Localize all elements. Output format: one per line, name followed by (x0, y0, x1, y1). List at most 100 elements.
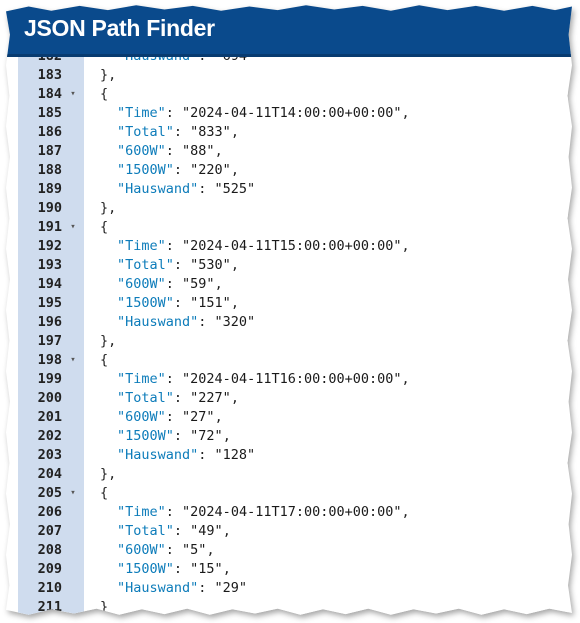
json-key: "600W" (117, 276, 166, 292)
json-value: "833" (190, 124, 231, 140)
json-key: "1500W" (117, 428, 174, 444)
code-line: 206"Time": "2024-04-11T17:00:00+00:00", (18, 503, 568, 522)
json-value: "29" (214, 580, 248, 596)
json-value: "59" (182, 276, 215, 292)
json-key: "Hauswand" (117, 181, 199, 197)
json-comma: , (401, 371, 410, 387)
json-property: "Total": "227", (117, 389, 239, 408)
fold-toggle-icon[interactable]: ▾ (70, 355, 76, 365)
json-key: "1500W" (117, 295, 174, 311)
line-number: 185 (37, 105, 62, 121)
json-key: "Total" (117, 523, 174, 539)
fold-toggle-icon[interactable]: ▾ (70, 222, 76, 232)
json-property: "1500W": "15", (117, 560, 231, 579)
json-property: "1500W": "72", (117, 427, 231, 446)
json-key: "Time" (117, 238, 166, 254)
json-comma: , (401, 105, 410, 121)
json-property: "Hauswand": "29" (117, 579, 247, 598)
json-key: "600W" (117, 409, 166, 425)
json-property: "Hauswand": "320" (117, 313, 255, 332)
line-number: 200 (37, 390, 62, 406)
json-property: "Time": "2024-04-11T14:00:00+00:00", (117, 104, 410, 123)
app-window: JSON Path Finder 182"Hauswand": "694"183… (6, 5, 572, 615)
json-value: "320" (214, 314, 256, 330)
json-value: "530" (190, 257, 231, 273)
json-property: "Total": "833", (117, 123, 239, 142)
code-line: 190}, (18, 199, 568, 218)
code-line: 188"1500W": "220", (18, 161, 568, 180)
line-number: 204 (37, 466, 62, 482)
json-value: "220" (190, 162, 231, 178)
line-number: 188 (37, 162, 62, 178)
json-value: "2024-04-11T16:00:00+00:00" (182, 371, 402, 387)
json-brace: { (100, 485, 109, 501)
json-comma: , (222, 428, 231, 444)
line-number: 193 (37, 257, 62, 273)
fold-toggle-icon[interactable]: ▾ (70, 89, 76, 99)
json-property: "600W": "27", (117, 408, 223, 427)
json-separator: : (198, 314, 215, 330)
line-number-gutter (18, 57, 84, 615)
json-comma: , (214, 409, 223, 425)
json-key: "Total" (117, 257, 174, 273)
json-brace: }, (100, 200, 117, 216)
json-value: "15" (190, 561, 223, 577)
json-separator: : (165, 371, 183, 387)
app-header: JSON Path Finder (6, 5, 572, 57)
code-line: 186"Total": "833", (18, 123, 568, 142)
json-comma: , (230, 162, 239, 178)
app-title: JSON Path Finder (24, 15, 215, 41)
json-value: "72" (190, 428, 223, 444)
json-value: "525" (214, 181, 256, 197)
code-line: 200 "Total": "227", (18, 389, 568, 408)
json-separator: : (198, 580, 215, 596)
line-number: 201 (37, 409, 62, 425)
json-property: "600W": "59", (117, 275, 223, 294)
line-number: 203 (37, 447, 62, 463)
code-line: 195"1500W": "151", (18, 294, 568, 313)
json-key: "600W" (117, 143, 166, 159)
json-comma: , (230, 124, 239, 140)
line-number: 192 (37, 238, 62, 254)
json-value: "227" (190, 390, 231, 406)
json-key: "Hauswand" (117, 580, 199, 596)
screenshot-frame: JSON Path Finder 182"Hauswand": "694"183… (6, 4, 572, 616)
line-number: 211 (37, 599, 62, 615)
json-separator: : (173, 124, 191, 140)
line-number: 209 (37, 561, 62, 577)
code-line: 183}, (18, 66, 568, 85)
json-property: "Hauswand": "128" (117, 446, 255, 465)
code-line: 182"Hauswand": "694" (18, 57, 568, 66)
fold-toggle-icon[interactable]: ▾ (70, 488, 76, 498)
json-property: "Hauswand": "694" (117, 57, 255, 66)
line-number: 190 (37, 200, 62, 216)
json-brace: }, (100, 67, 117, 83)
json-key: "1500W" (117, 561, 174, 577)
json-brace: { (100, 352, 109, 368)
code-line: 207 "Total": "49", (18, 522, 568, 541)
json-separator: : (165, 238, 183, 254)
code-lines: 182"Hauswand": "694"183},184▾{185"Time":… (18, 57, 568, 615)
line-number: 187 (37, 143, 62, 159)
code-line: 192"Time": "2024-04-11T15:00:00+00:00", (18, 237, 568, 256)
code-line: 203 "Hauswand": "128" (18, 446, 568, 465)
json-value: "88" (182, 143, 215, 159)
line-number: 207 (37, 523, 62, 539)
json-property: "600W": "88", (117, 142, 223, 161)
code-line: 211} (18, 598, 568, 615)
code-line: 210"Hauswand": "29" (18, 579, 568, 598)
json-separator: : (198, 57, 214, 64)
line-number: 199 (37, 371, 62, 387)
json-key: "Time" (117, 371, 166, 387)
json-property: "600W": "5", (117, 541, 215, 560)
code-line: 189"Hauswand": "525" (18, 180, 568, 199)
json-property: "Total": "49", (117, 522, 231, 541)
code-line: 201 "600W": "27", (18, 408, 568, 427)
json-separator: : (165, 276, 183, 292)
json-editor[interactable]: 182"Hauswand": "694"183},184▾{185"Time":… (18, 57, 568, 615)
json-key: "Hauswand" (117, 57, 198, 64)
json-separator: : (173, 523, 191, 539)
code-line: 193"Total": "530", (18, 256, 568, 275)
json-separator: : (165, 143, 183, 159)
line-number: 206 (37, 504, 62, 520)
